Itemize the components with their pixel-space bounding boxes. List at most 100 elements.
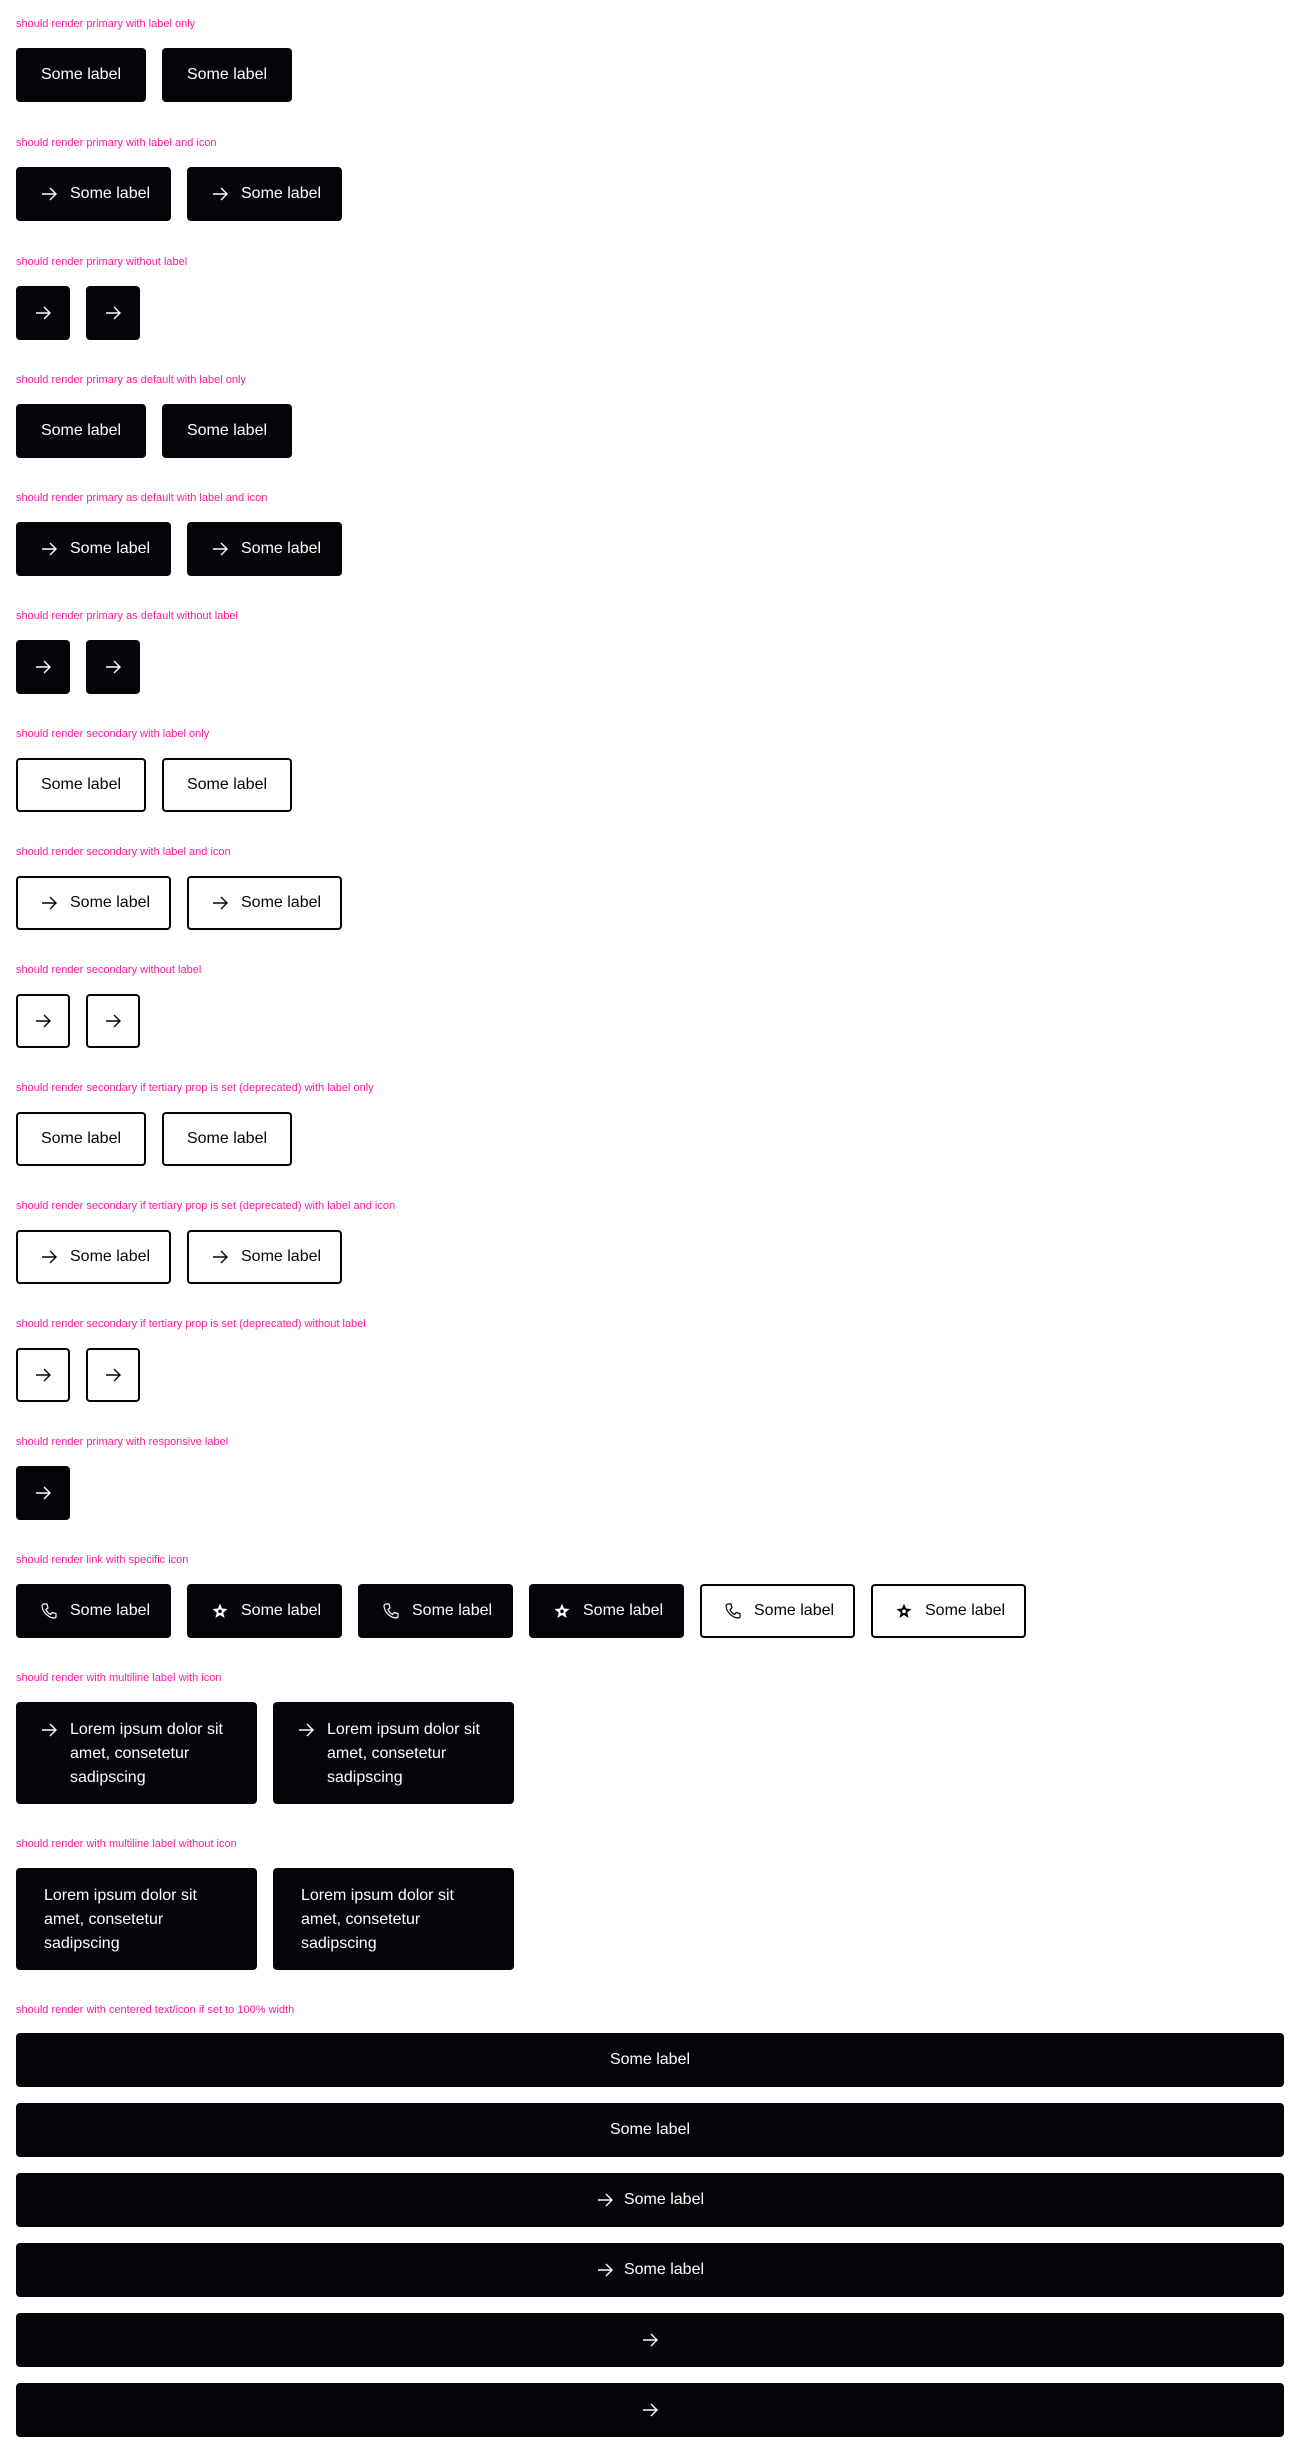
- full-width-button[interactable]: Some label: [16, 2033, 1284, 2087]
- secondary-button[interactable]: Some label: [162, 1112, 292, 1166]
- button-label: Some label: [609, 2051, 691, 2068]
- button-label: Some label: [40, 422, 122, 439]
- secondary-button[interactable]: Some label: [16, 1112, 146, 1166]
- button-row: [16, 640, 140, 694]
- arrow-right-icon: [211, 185, 229, 203]
- primary-responsive-button[interactable]: [16, 1466, 70, 1520]
- button-row: Some label Some label: [16, 1112, 292, 1166]
- arrow-right-icon: [297, 1721, 315, 1739]
- primary-button[interactable]: Some label: [187, 522, 342, 576]
- secondary-button[interactable]: Some label: [16, 758, 146, 812]
- section-caption: should render secondary without label: [16, 964, 202, 976]
- primary-button[interactable]: Some label: [162, 404, 292, 458]
- primary-icon-button[interactable]: [16, 640, 70, 694]
- button-row: Some label Some label: [16, 404, 292, 458]
- section-caption: should render primary without label: [16, 256, 188, 268]
- button-label: Lorem ipsum dolor sit amet, consetetur s…: [327, 1721, 480, 1786]
- button-row: Some label Some label: [16, 876, 342, 930]
- section-caption: should render primary as default without…: [16, 610, 238, 622]
- full-width-button[interactable]: Some label: [16, 2173, 1284, 2227]
- button-row: [16, 1466, 70, 1520]
- button-row: Lorem ipsum dolor sit amet, consetetur s…: [16, 1868, 514, 1970]
- primary-icon-button[interactable]: [86, 640, 140, 694]
- primary-button[interactable]: Some label: [16, 167, 171, 221]
- primary-button[interactable]: Some label: [16, 522, 171, 576]
- section-caption: should render primary with label only: [16, 18, 196, 30]
- primary-link-button[interactable]: Some label: [16, 1584, 171, 1638]
- arrow-right-icon: [40, 894, 58, 912]
- arrow-right-icon: [104, 1012, 122, 1030]
- button-label: Some label: [70, 1248, 151, 1265]
- section-caption: should render primary as default with la…: [16, 374, 246, 386]
- primary-button[interactable]: Some label: [187, 167, 342, 221]
- button-row: Some label Some label: [16, 48, 292, 102]
- secondary-button[interactable]: Some label: [16, 1230, 171, 1284]
- full-width-icon-button[interactable]: [16, 2313, 1284, 2367]
- secondary-button[interactable]: Some label: [187, 1230, 342, 1284]
- button-row: [16, 994, 140, 1048]
- phone-icon: [40, 1602, 58, 1620]
- arrow-right-icon: [40, 540, 58, 558]
- section-caption: should render with centered text/icon if…: [16, 2004, 295, 2016]
- arrow-right-icon: [211, 1248, 229, 1266]
- button-label: Some label: [40, 66, 122, 83]
- button-label: Lorem ipsum dolor sit amet, consetetur s…: [70, 1721, 223, 1786]
- button-row: Lorem ipsum dolor sit amet, consetetur s…: [16, 1702, 514, 1804]
- primary-multiline-button[interactable]: Lorem ipsum dolor sit amet, consetetur s…: [16, 1868, 257, 1970]
- full-width-button[interactable]: Some label: [16, 2243, 1284, 2297]
- button-row: [16, 1348, 140, 1402]
- arrow-right-icon: [34, 1012, 52, 1030]
- primary-link-button[interactable]: Some label: [187, 1584, 342, 1638]
- arrow-right-icon: [104, 658, 122, 676]
- secondary-button[interactable]: Some label: [16, 876, 171, 930]
- full-width-icon-button[interactable]: [16, 2383, 1284, 2437]
- button-label: Some label: [186, 422, 268, 439]
- button-label: Some label: [70, 1602, 151, 1619]
- secondary-icon-button[interactable]: [86, 1348, 140, 1402]
- button-row: [16, 286, 140, 340]
- primary-icon-button[interactable]: [16, 286, 70, 340]
- arrow-right-icon: [40, 185, 58, 203]
- section-caption: should render link with specific icon: [16, 1554, 189, 1566]
- star-icon: [553, 1602, 571, 1620]
- secondary-link-button[interactable]: Some label: [700, 1584, 855, 1638]
- button-label: Lorem ipsum dolor sit amet, consetetur s…: [44, 1887, 197, 1952]
- button-label: Some label: [583, 1602, 664, 1619]
- primary-icon-button[interactable]: [86, 286, 140, 340]
- arrow-right-icon: [104, 1366, 122, 1384]
- button-label: Some label: [186, 776, 268, 793]
- button-label: Some label: [241, 894, 322, 911]
- button-label: Some label: [623, 2191, 705, 2208]
- star-icon: [895, 1602, 913, 1620]
- button-label: Some label: [623, 2261, 705, 2278]
- section-caption: should render with multiline label witho…: [16, 1838, 237, 1850]
- primary-button[interactable]: Some label: [162, 48, 292, 102]
- primary-multiline-button[interactable]: Lorem ipsum dolor sit amet, consetetur s…: [16, 1702, 257, 1804]
- button-row: Some label Some label: [16, 522, 342, 576]
- section-caption: should render secondary with label and i…: [16, 846, 231, 858]
- primary-button[interactable]: Some label: [16, 404, 146, 458]
- arrow-right-icon: [34, 658, 52, 676]
- button-label: Some label: [70, 185, 151, 202]
- button-row: Some label Some label Some label Some la…: [16, 1584, 1026, 1638]
- button-row: Some label Some label: [16, 758, 292, 812]
- secondary-icon-button[interactable]: [86, 994, 140, 1048]
- primary-multiline-button[interactable]: Lorem ipsum dolor sit amet, consetetur s…: [273, 1702, 514, 1804]
- primary-button[interactable]: Some label: [16, 48, 146, 102]
- arrow-right-icon: [596, 2191, 614, 2209]
- secondary-button[interactable]: Some label: [162, 758, 292, 812]
- secondary-button[interactable]: Some label: [187, 876, 342, 930]
- primary-link-button[interactable]: Some label: [529, 1584, 684, 1638]
- button-row: Some label Some label: [16, 1230, 342, 1284]
- button-label: Some label: [412, 1602, 493, 1619]
- button-label: Some label: [241, 540, 322, 557]
- primary-link-button[interactable]: Some label: [358, 1584, 513, 1638]
- secondary-icon-button[interactable]: [16, 1348, 70, 1402]
- secondary-icon-button[interactable]: [16, 994, 70, 1048]
- secondary-link-button[interactable]: Some label: [871, 1584, 1026, 1638]
- full-width-button[interactable]: Some label: [16, 2103, 1284, 2157]
- star-icon: [211, 1602, 229, 1620]
- section-caption: should render secondary if tertiary prop…: [16, 1200, 396, 1212]
- primary-multiline-button[interactable]: Lorem ipsum dolor sit amet, consetetur s…: [273, 1868, 514, 1970]
- arrow-right-icon: [641, 2401, 659, 2419]
